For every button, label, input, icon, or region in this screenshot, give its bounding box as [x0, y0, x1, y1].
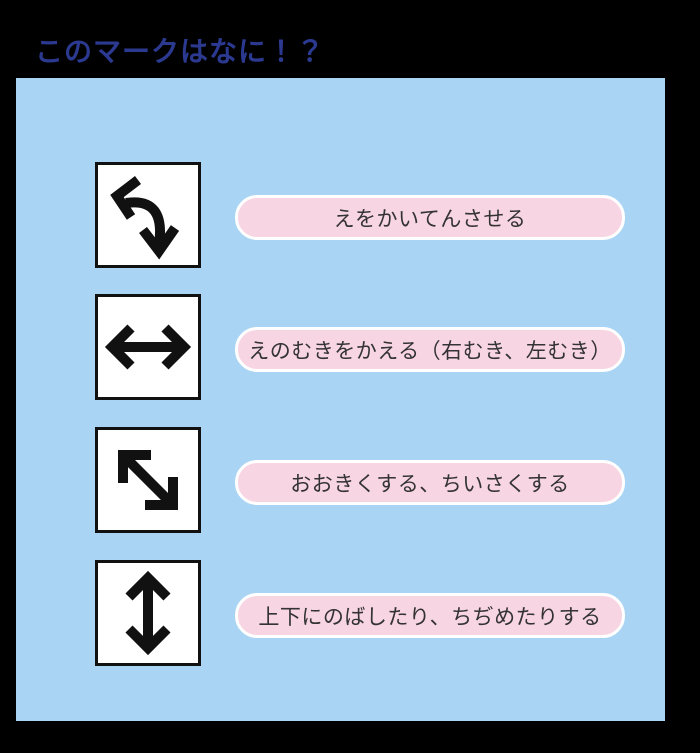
horizontal-arrow-icon [95, 294, 201, 400]
page-title: このマークはなに！？ [35, 36, 326, 67]
legend-panel: えをかいてんさせる えのむきをかえる（右むき、左むき） おおきくする、ちいさくす… [16, 78, 665, 721]
legend-row-diagonal: おおきくする、ちいさくする [16, 427, 665, 533]
rotate-arrow-icon [95, 162, 201, 268]
pill-label: えをかいてんさせる [333, 207, 527, 231]
pill-label: 上下にのばしたり、ちぢめたりする [258, 605, 602, 629]
vertical-arrow-icon [95, 560, 201, 666]
label-pill: えをかいてんさせる [235, 195, 625, 240]
pill-label: えのむきをかえる（右むき、左むき） [248, 339, 612, 363]
label-pill: えのむきをかえる（右むき、左むき） [235, 327, 625, 372]
label-pill: おおきくする、ちいさくする [235, 460, 625, 505]
legend-row-rotate: えをかいてんさせる [16, 162, 665, 268]
legend-row-vertical: 上下にのばしたり、ちぢめたりする [16, 560, 665, 666]
pill-label: おおきくする、ちいさくする [290, 472, 570, 496]
diagonal-arrow-icon [95, 427, 201, 533]
legend-row-horizontal: えのむきをかえる（右むき、左むき） [16, 294, 665, 400]
label-pill: 上下にのばしたり、ちぢめたりする [235, 593, 625, 638]
